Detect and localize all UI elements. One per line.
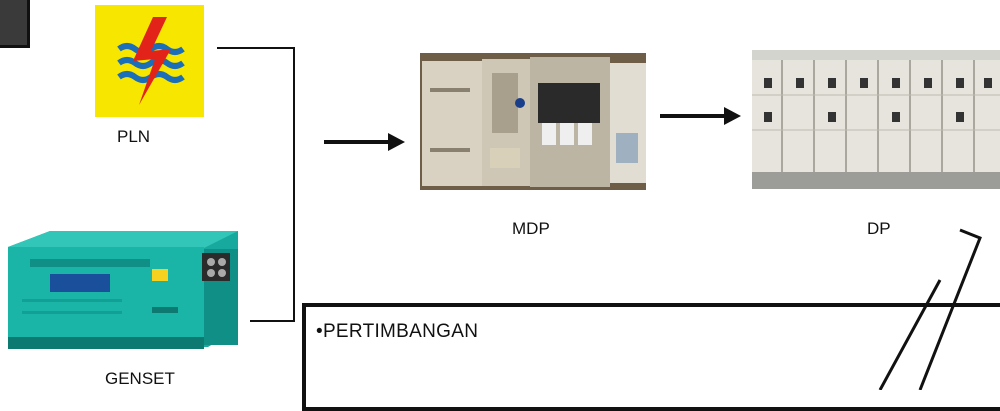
pln-logo xyxy=(95,5,204,117)
genset-image xyxy=(2,229,242,357)
pln-label: PLN xyxy=(117,127,151,146)
dp-label: DP xyxy=(867,219,891,238)
diagonal-watermark-stroke xyxy=(878,228,982,390)
mdp-label: MDP xyxy=(512,219,550,238)
arrow-to-mdp-icon xyxy=(388,133,405,151)
main-distribution-panel-image xyxy=(420,53,646,190)
mdp-image xyxy=(420,53,646,190)
distribution-panel-image xyxy=(752,50,1000,189)
pln-lightning-logo-icon xyxy=(95,5,204,117)
info-box-title: •PERTIMBANGAN xyxy=(316,321,479,342)
pln-genset-connector xyxy=(217,47,295,322)
generator-set-image xyxy=(8,231,238,349)
corner-box xyxy=(0,0,30,48)
arrow-to-dp-icon xyxy=(724,107,741,125)
dp-image xyxy=(752,50,1000,189)
genset-label: GENSET xyxy=(105,369,175,388)
connector-lines xyxy=(217,47,741,322)
